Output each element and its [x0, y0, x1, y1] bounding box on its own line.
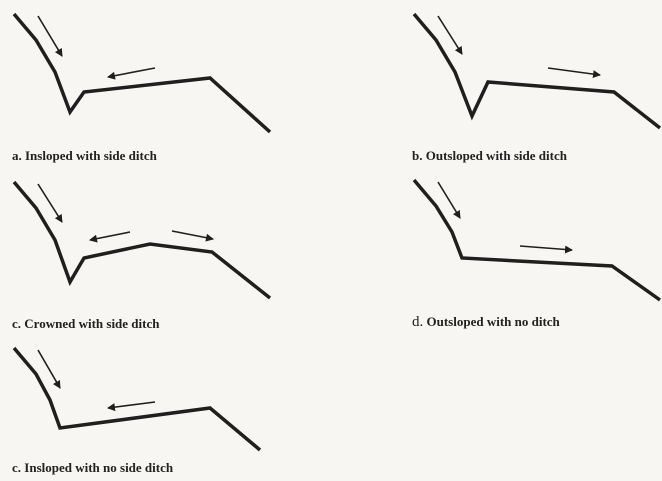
panel-b-caption: b. Outsloped with side ditch: [412, 148, 567, 164]
panel-d-road-profile: [412, 178, 662, 302]
panel-d-caption: d. Outsloped with no ditch: [412, 314, 560, 331]
panel-a-letter: a.: [12, 148, 22, 163]
panel-e-flow-arrow-left: [107, 401, 156, 412]
panel-b-road-profile: [412, 12, 662, 130]
panel-c-letter: c.: [12, 316, 22, 331]
panel-e-road-profile: [12, 346, 262, 452]
panel-e-diagram: [12, 346, 262, 452]
panel-b-letter: b.: [412, 148, 423, 163]
panel-b-slope-arrow: [437, 15, 463, 55]
panel-c-flow-arrow-right: [171, 230, 214, 242]
panel-c-caption-text: Crowned with side ditch: [24, 316, 160, 331]
panel-a-road-profile: [12, 12, 272, 134]
panel-e-caption-text: Insloped with no side ditch: [24, 460, 174, 475]
panel-b-flow-arrow-right: [547, 67, 601, 79]
panel-d-diagram: [412, 178, 662, 302]
panel-a-caption-text: Insloped with side ditch: [25, 148, 157, 163]
panel-d-slope-arrow: [437, 181, 461, 219]
panel-a-diagram: [12, 12, 272, 134]
panel-b-diagram: [412, 12, 662, 130]
panel-d-flow-arrow-right: [519, 245, 573, 254]
panel-b-caption-text: Outsloped with side ditch: [425, 148, 567, 163]
panel-c-road-profile: [12, 180, 272, 300]
panel-c-diagram: [12, 180, 272, 300]
panel-e-letter: c.: [12, 460, 22, 475]
panel-a-caption: a. Insloped with side ditch: [12, 148, 157, 164]
panel-e-caption: c. Insloped with no side ditch: [12, 460, 173, 476]
panel-c-flow-arrow-left: [89, 231, 131, 243]
panel-c-caption: c. Crowned with side ditch: [12, 316, 159, 332]
panel-d-letter: d.: [412, 314, 424, 330]
panel-d-caption-text: Outsloped with no ditch: [426, 314, 560, 329]
panel-c-slope-arrow: [37, 183, 63, 223]
panel-a-slope-arrow: [37, 15, 63, 57]
panel-a-flow-arrow-left: [107, 67, 156, 80]
panel-e-slope-arrow: [37, 349, 61, 389]
